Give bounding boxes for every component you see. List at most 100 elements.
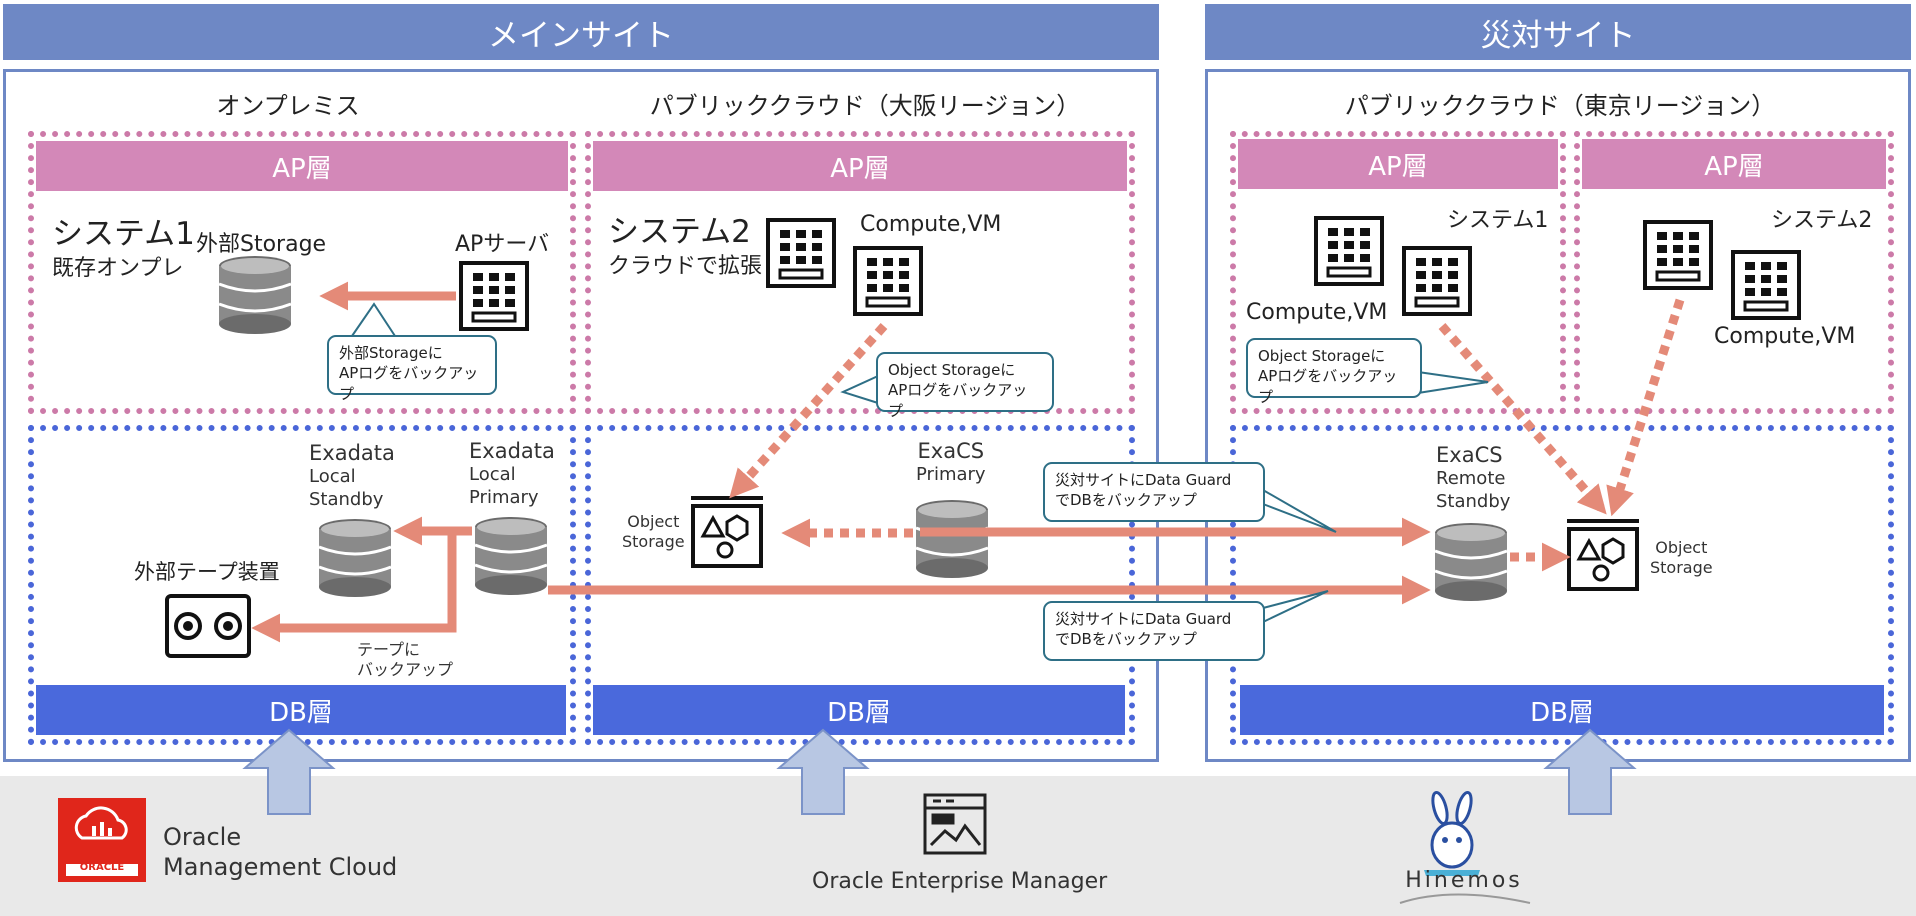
tokyo-sys1-compute-icon-1: [1314, 216, 1384, 286]
onprem-backup-callout: 外部Storageに APログをバックアップ: [327, 335, 497, 403]
external-storage-icon: [217, 254, 293, 336]
exadata-primary-db-icon: [473, 515, 549, 597]
dotted-arrows: [729, 298, 1685, 572]
tokyo-sys1-to-object-arrow: [1438, 323, 1607, 515]
omc-label: Oracle Management Cloud: [163, 822, 397, 882]
exacs-primary-label: ExaCS Primary: [916, 438, 986, 487]
up-arrow-osaka: [776, 728, 870, 815]
up-arrow-tokyo: [1543, 728, 1637, 815]
tape-device-label: 外部テープ装置: [134, 560, 280, 584]
label-line: Storage: [622, 532, 685, 551]
exacs-remote-standby-label: ExaCS Remote Standby: [1436, 442, 1510, 513]
tokyo-compute-label-2: Compute,VM: [1714, 324, 1856, 349]
tokyo-object-storage-icon: [1565, 517, 1641, 591]
osaka-ap-box: [585, 131, 1135, 414]
tokyo-ap-box-2: [1574, 131, 1894, 414]
label-line: Exadata: [309, 441, 395, 465]
label-line: Oracle: [163, 823, 242, 851]
osaka-object-storage-label: Object Storage: [622, 512, 685, 552]
tokyo-ap-box-1: [1230, 131, 1566, 414]
tokyo-compute-label-1: Compute,VM: [1246, 300, 1388, 325]
osaka-callout-tail: [840, 375, 879, 404]
osaka-compute-icon-2: [853, 246, 923, 316]
onprem-callout-tail: [351, 302, 396, 337]
system2-subtitle: クラウドで拡張: [608, 254, 763, 279]
osaka-object-storage-icon: [689, 494, 765, 568]
label-line: Standby: [1436, 490, 1511, 512]
tokyo-sys2-to-object-arrow: [1606, 298, 1685, 517]
osaka-backup-callout: Object Storageに APログをバックアップ: [876, 352, 1054, 420]
ap-server-label: APサーバ: [455, 232, 550, 257]
label-line: Storage: [1650, 558, 1713, 577]
tokyo-callout-tail: [1417, 371, 1489, 394]
label-line: Remote: [1436, 468, 1506, 490]
tokyo-backup-callout: Object Storageに APログをバックアップ: [1246, 338, 1422, 406]
callout-line: Object Storageに: [888, 361, 1016, 379]
system1-title: システム1: [52, 216, 195, 252]
tokyo-db-box: [1230, 425, 1894, 745]
tokyo-ap-layer-bar-2: AP層: [1582, 139, 1886, 189]
callout-line: 災対サイトにData Guard: [1055, 610, 1232, 628]
tokyo-ap-layer-bar-1: AP層: [1238, 139, 1558, 189]
exacs-primary-db-icon: [914, 498, 990, 580]
label-line: Object: [627, 512, 680, 531]
tokyo-sys2-compute-icon-2: [1731, 250, 1801, 320]
label-line: Local: [469, 464, 516, 486]
osaka-db-box: [585, 425, 1135, 745]
onprem-db-layer-bar: DB層: [36, 685, 566, 735]
label-line: Primary: [916, 464, 986, 486]
callout-line: APログをバックアップ: [339, 364, 479, 403]
callout-line: 外部Storageに: [339, 344, 443, 362]
oracle-logo-text: ORACLE: [79, 862, 125, 873]
backup-arrows: [251, 281, 1431, 643]
label-line: Exadata: [469, 439, 555, 463]
label-line: ExaCS: [917, 439, 985, 463]
monitoring-up-arrows: [242, 728, 1637, 815]
system2-title: システム2: [608, 214, 751, 250]
ap-server-icon: [459, 261, 529, 331]
label-line: Object: [1655, 538, 1708, 557]
osaka-compute-label: Compute,VM: [860, 212, 1002, 237]
label-line: Standby: [309, 488, 384, 510]
osaka-compute-to-object-arrow: [729, 322, 888, 499]
exadata-primary-label: Exadata Local Primary: [469, 438, 555, 509]
exadata-standby-label: Exadata Local Standby: [309, 440, 395, 511]
tokyo-object-storage-label: Object Storage: [1650, 538, 1713, 578]
hinemos-label: Hinemos: [1405, 868, 1523, 893]
oracle-cloud-logo-icon: [58, 798, 146, 882]
label-line: Primary: [469, 486, 539, 508]
osaka-title: パブリッククラウド（大阪リージョン）: [649, 92, 1081, 120]
main-site-banner: メインサイト: [3, 4, 1159, 60]
onprem-ap-layer-bar: AP層: [36, 141, 568, 191]
tokyo-title: パブリッククラウド（東京リージョン）: [1344, 92, 1776, 120]
tape-backup-note: テープに バックアップ: [357, 640, 453, 680]
hinemos-mascot-icon: [1399, 790, 1531, 904]
system1-subtitle: 既存オンプレ: [52, 256, 184, 281]
external-storage-label: 外部Storage: [196, 232, 327, 257]
tokyo-sys1-compute-icon-2: [1402, 246, 1472, 316]
osaka-db-layer-bar: DB層: [593, 685, 1125, 735]
callout-line: 災対サイトにData Guard: [1055, 471, 1232, 489]
callout-line: でDBをバックアップ: [1055, 491, 1197, 510]
dataguard-callout-2: 災対サイトにData Guard でDBをバックアップ: [1043, 601, 1265, 661]
dr-site-banner: 災対サイト: [1205, 4, 1911, 60]
tape-backup-arrow: [251, 526, 457, 643]
osaka-ap-layer-bar: AP層: [593, 141, 1127, 191]
main-site-frame: [3, 69, 1159, 762]
label-line: ExaCS: [1436, 443, 1503, 467]
callout-line: APログをバックアップ: [1258, 367, 1398, 406]
dataguard-callout-tail-2: [1262, 590, 1329, 623]
callout-line: Object Storageに: [1258, 347, 1386, 365]
callout-line: でDBをバックアップ: [1055, 630, 1197, 649]
tokyo-sys2-compute-icon-1: [1643, 220, 1713, 290]
onprem-ap-box: [28, 131, 576, 414]
enterprise-manager-icon: [923, 793, 987, 855]
note-line: テープに: [357, 640, 421, 659]
oem-label: Oracle Enterprise Manager: [812, 869, 1108, 894]
dataguard-callout-tail-1: [1262, 489, 1337, 533]
label-line: Management Cloud: [163, 853, 398, 881]
exadata-standby-db-icon: [317, 517, 393, 599]
tape-device-icon: [165, 594, 251, 658]
tokyo-db-layer-bar: DB層: [1240, 685, 1884, 735]
